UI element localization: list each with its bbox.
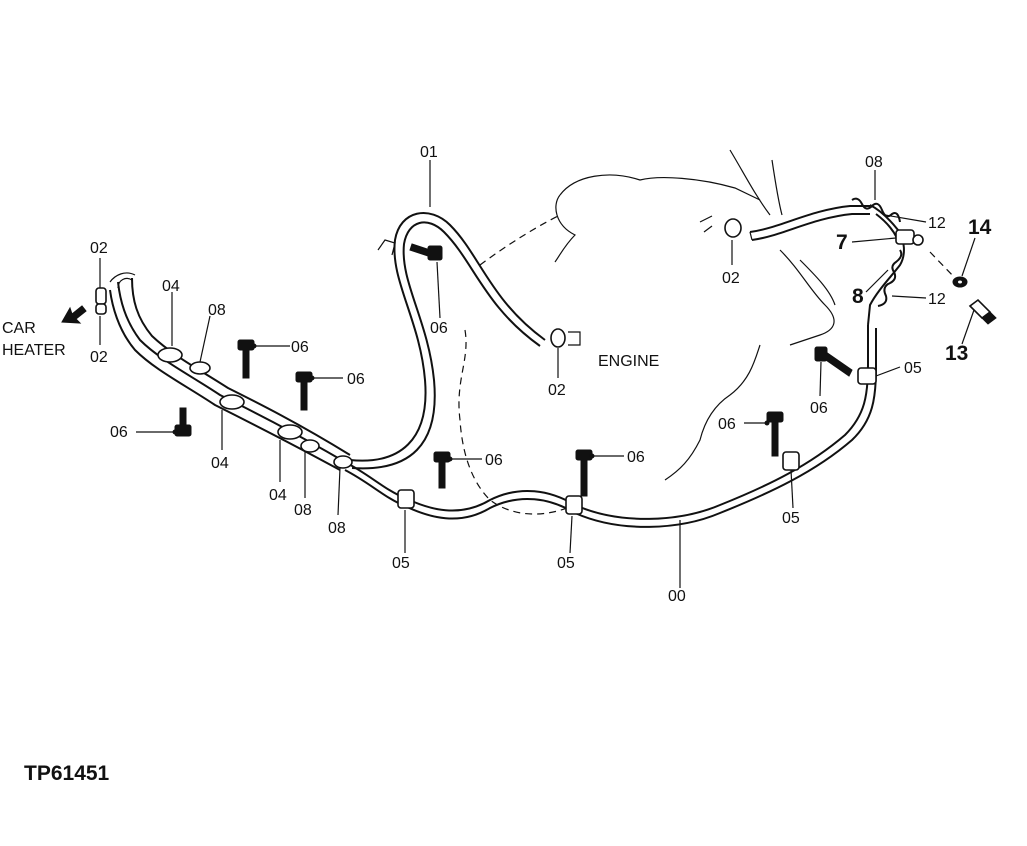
callout-05-c: 05 (782, 510, 800, 527)
callout-06-e: 06 (485, 452, 503, 469)
callout-06-f: 06 (627, 449, 645, 466)
clamp-02-left (95, 287, 107, 315)
bolt-06-f (575, 449, 593, 497)
callout-02-a: 02 (90, 240, 108, 257)
callout-02-d: 02 (548, 382, 566, 399)
bolt-06-g (766, 411, 784, 457)
washer-guide-line (929, 251, 956, 279)
callout-8: 8 (852, 285, 864, 308)
callout-06-c: 06 (347, 371, 365, 388)
callout-06-b: 06 (291, 339, 309, 356)
clamp-02-mid (550, 328, 581, 348)
callout-08-c: 08 (328, 520, 346, 537)
callout-06-g: 06 (718, 416, 736, 433)
callout-04-c: 04 (269, 487, 287, 504)
car-heater-label-line2: HEATER (2, 342, 66, 359)
clamps-08 (189, 361, 353, 469)
callout-08-a: 08 (208, 302, 226, 319)
callout-02-b: 02 (90, 349, 108, 366)
callout-06-h: 06 (810, 400, 828, 417)
fitting-7 (895, 229, 924, 246)
callout-04-b: 04 (211, 455, 229, 472)
bolt-06-c (174, 407, 192, 437)
callout-7: 7 (836, 231, 848, 254)
callout-00: 00 (668, 588, 686, 605)
figure-id: TP61451 (24, 762, 110, 785)
callout-08-b: 08 (294, 502, 312, 519)
leader-lines (99, 160, 976, 588)
bolt-06-e (433, 451, 451, 489)
clamps-04 (157, 347, 303, 440)
clamp-02-top (699, 215, 742, 238)
callout-06-d: 06 (430, 320, 448, 337)
car-heater-label-line1: CAR (2, 320, 36, 337)
hose-01 (349, 212, 546, 470)
corrugated-hose (851, 197, 903, 307)
bolt-06-h (814, 346, 853, 377)
callout-06-a: 06 (110, 424, 128, 441)
car-heater-arrow-icon (61, 305, 87, 324)
bolt-13 (968, 298, 997, 325)
callout-12-a: 12 (928, 215, 946, 232)
engine-label: ENGINE (598, 353, 659, 370)
bolt-06-d (409, 243, 443, 261)
callout-02-c: 02 (722, 270, 740, 287)
callout-05-d: 05 (904, 360, 922, 377)
engine-outline (458, 149, 836, 515)
bolt-06-a (237, 339, 255, 379)
leader-dots (172, 343, 770, 462)
washer-14 (952, 276, 968, 288)
callout-04-a: 04 (162, 278, 180, 295)
callout-12-b: 12 (928, 291, 946, 308)
callout-05-b: 05 (557, 555, 575, 572)
callout-13: 13 (945, 342, 968, 365)
callout-14: 14 (968, 216, 992, 239)
callout-08-d: 08 (865, 154, 883, 171)
bolts-06 (174, 243, 853, 497)
callout-01: 01 (420, 144, 438, 161)
callout-05-a: 05 (392, 555, 410, 572)
clamps-05 (397, 367, 877, 515)
